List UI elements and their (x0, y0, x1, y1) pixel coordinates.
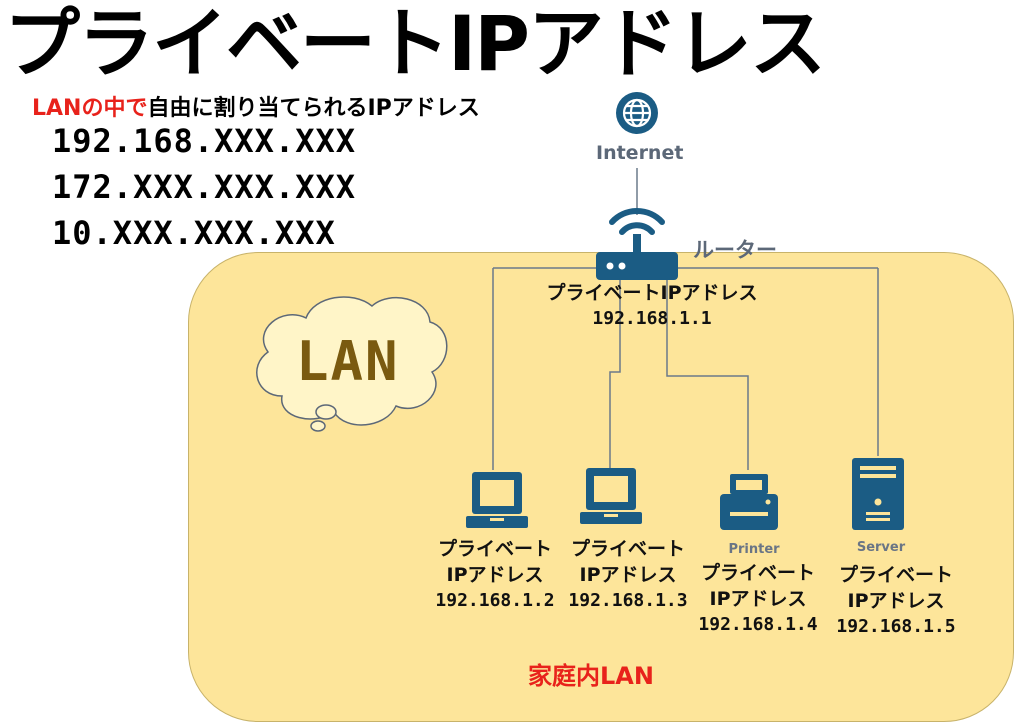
server-icon (852, 458, 904, 530)
device-3-address: プライベート IPアドレス 192.168.1.4 (688, 560, 828, 638)
laptop-icon (466, 472, 528, 528)
link-laptop-2 (609, 278, 621, 468)
device-1-line1: プライベート (437, 538, 552, 560)
subtitle-highlight: LANの中で (32, 96, 148, 121)
range-172: 172.XXX.XXX.XXX (52, 168, 356, 206)
device-3-ip: 192.168.1.4 (698, 614, 818, 635)
device-4-ip: 192.168.1.5 (836, 616, 956, 637)
globe-icon (616, 92, 658, 134)
device-1-line2: IPアドレス (446, 564, 544, 586)
range-192: 192.168.XXX.XXX (52, 122, 356, 160)
router-icon (596, 208, 678, 280)
lan-cloud (256, 296, 448, 432)
page-title: プライベートIPアドレス (4, 0, 826, 88)
server-tag: Server (856, 540, 906, 555)
router-ip: 192.168.1.1 (592, 308, 712, 329)
range-10: 10.XXX.XXX.XXX (52, 214, 336, 252)
device-3-line1: プライベート (700, 562, 815, 584)
device-2-line2: IPアドレス (579, 564, 677, 586)
internet-label: Internet (596, 142, 684, 164)
device-1-ip: 192.168.1.2 (435, 590, 555, 611)
cloud-label: LAN (296, 330, 400, 393)
home-lan-label: 家庭内LAN (528, 662, 654, 690)
device-2-address: プライベート IPアドレス 192.168.1.3 (558, 536, 698, 614)
device-1-address: プライベート IPアドレス 192.168.1.2 (425, 536, 565, 614)
link-printer (666, 278, 749, 470)
router-address: プライベートIPアドレス 192.168.1.1 (532, 280, 772, 332)
printer-icon (720, 474, 778, 530)
subtitle: LANの中で自由に割り当てられるIPアドレス (32, 90, 480, 122)
router-label: ルーター (693, 238, 777, 262)
device-2-ip: 192.168.1.3 (568, 590, 688, 611)
device-4-line2: IPアドレス (847, 590, 945, 612)
router-address-label: プライベートIPアドレス (546, 282, 758, 304)
device-4-line1: プライベート (838, 564, 953, 586)
subtitle-rest: 自由に割り当てられるIPアドレス (147, 96, 480, 121)
device-2-line1: プライベート (570, 538, 685, 560)
device-3-line2: IPアドレス (709, 588, 807, 610)
printer-tag: Printer (728, 542, 780, 557)
device-4-address: プライベート IPアドレス 192.168.1.5 (826, 562, 966, 640)
laptop-icon (580, 468, 642, 524)
